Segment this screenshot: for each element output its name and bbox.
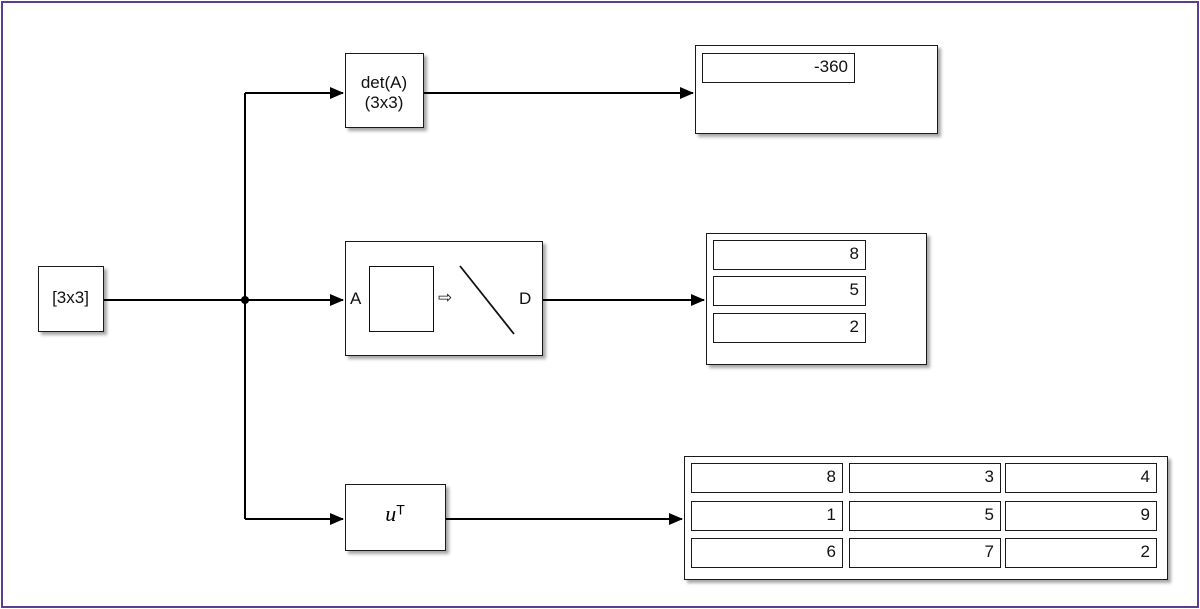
eigenvalue-block[interactable]: A ⇨ D bbox=[345, 241, 543, 356]
display-transpose-cell: 9 bbox=[1005, 501, 1157, 531]
constant-source-block[interactable]: [3x3] bbox=[38, 266, 104, 332]
display-transpose[interactable]: 8 3 4 1 5 9 6 7 2 bbox=[684, 456, 1168, 580]
transpose-symbol: uT bbox=[346, 501, 444, 527]
display-transpose-cell: 3 bbox=[849, 463, 1001, 493]
display-transpose-cell: 7 bbox=[849, 538, 1001, 568]
display-eigenvalues[interactable]: 8 5 2 bbox=[706, 233, 927, 365]
display-transpose-cell: 4 bbox=[1005, 463, 1157, 493]
display-transpose-cell: 6 bbox=[691, 538, 843, 568]
constant-source-label: [3x3] bbox=[52, 288, 89, 307]
determinant-label-line1: det(A) bbox=[360, 73, 408, 92]
eig-output-port-label: D bbox=[519, 289, 532, 308]
display-determinant[interactable]: -360 bbox=[695, 45, 938, 134]
display-determinant-value: -360 bbox=[702, 53, 855, 83]
display-transpose-cell: 2 bbox=[1005, 538, 1157, 568]
determinant-block[interactable]: det(A) (3x3) bbox=[345, 53, 424, 128]
transpose-base: u bbox=[385, 501, 397, 526]
determinant-label-line2: (3x3) bbox=[364, 93, 404, 112]
display-eig-value: 5 bbox=[713, 276, 866, 306]
display-transpose-cell: 1 bbox=[691, 501, 843, 531]
transpose-block[interactable]: uT bbox=[345, 484, 446, 551]
eig-input-port-label: A bbox=[350, 289, 362, 308]
transpose-sup: T bbox=[396, 501, 405, 518]
arrow-right-icon: ⇨ bbox=[438, 288, 453, 308]
display-transpose-cell: 8 bbox=[691, 463, 843, 493]
display-transpose-cell: 5 bbox=[849, 501, 1001, 531]
diagonal-icon bbox=[459, 265, 515, 335]
matrix-square-icon bbox=[369, 266, 434, 332]
display-eig-value: 8 bbox=[713, 240, 866, 270]
display-eig-value: 2 bbox=[713, 313, 866, 343]
